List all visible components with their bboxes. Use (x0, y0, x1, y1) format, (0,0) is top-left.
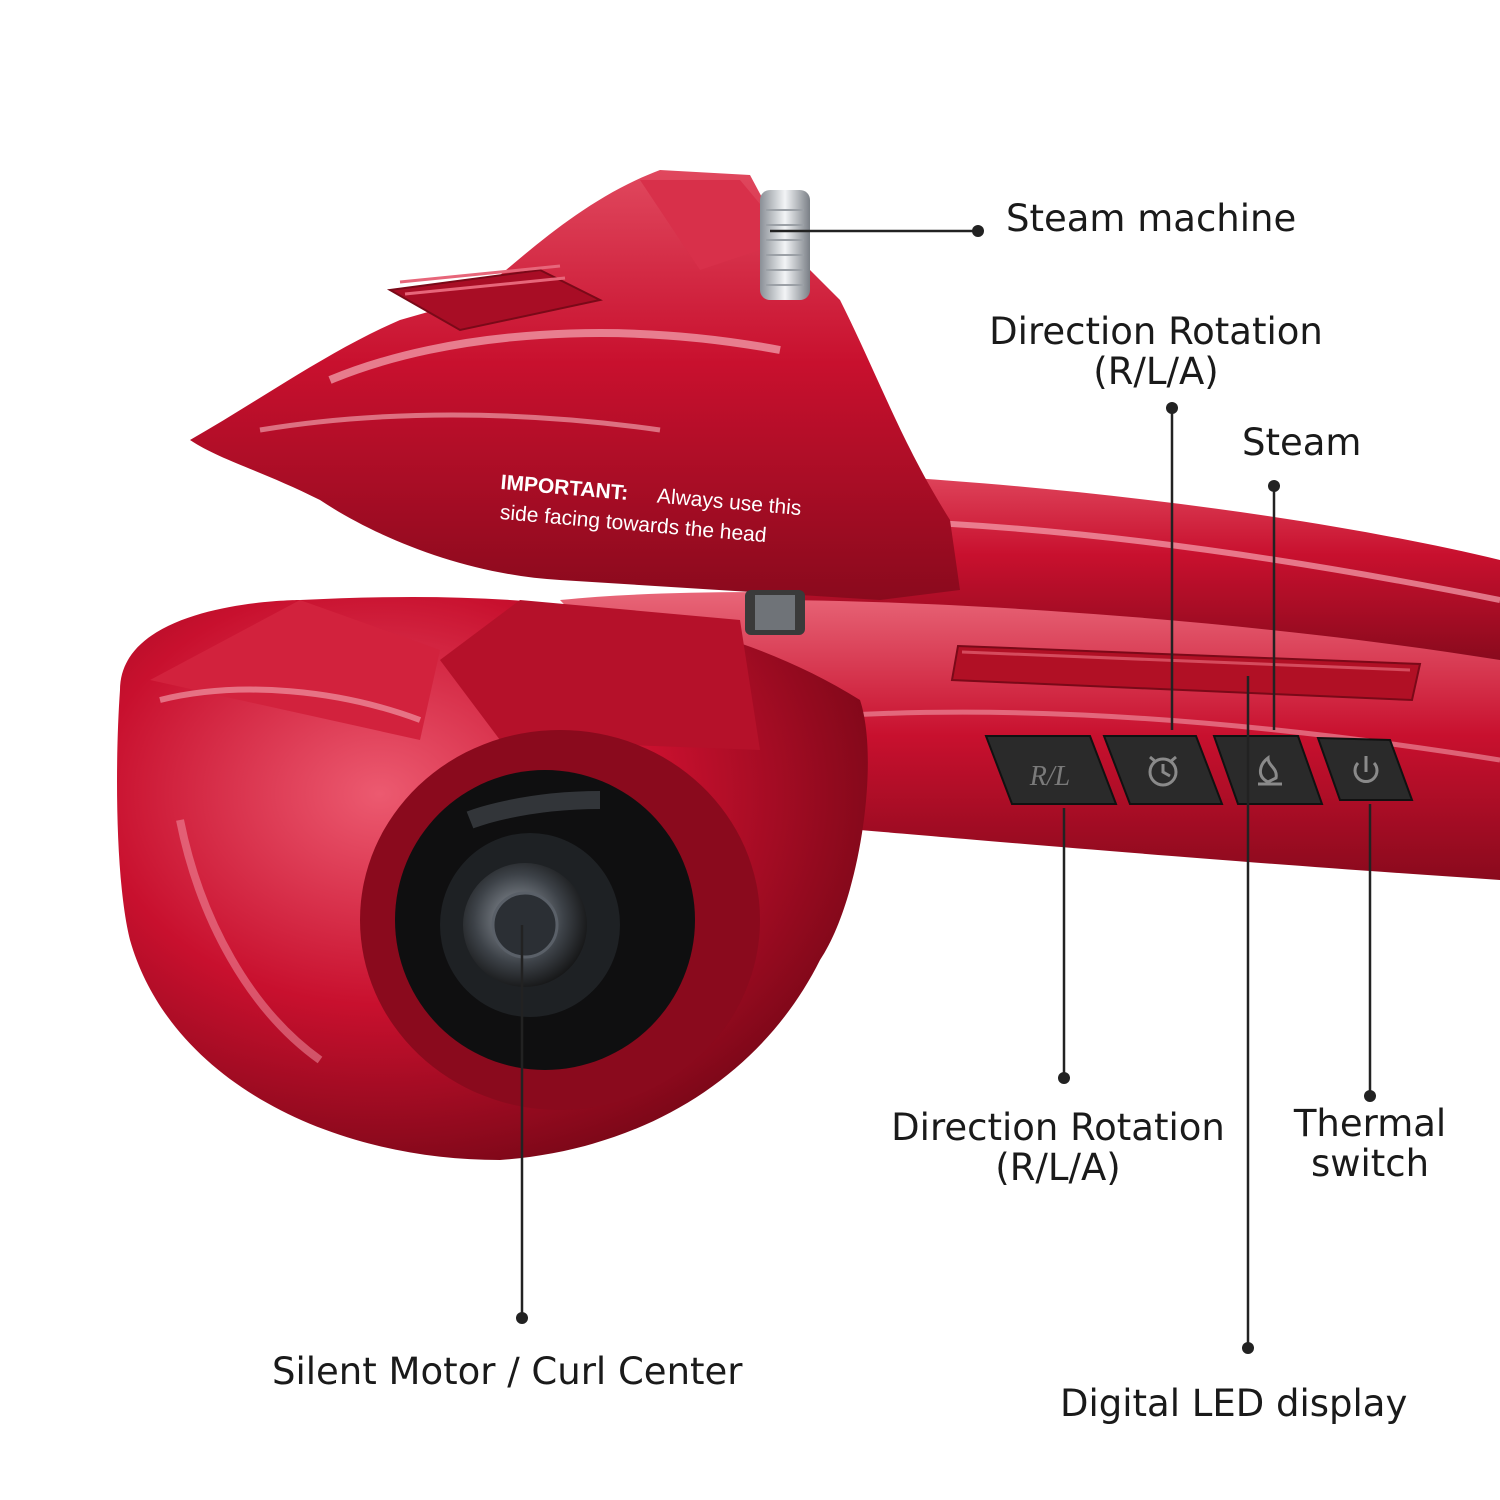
rl-button[interactable] (984, 735, 1118, 805)
steam-button[interactable] (1212, 735, 1324, 805)
rl-button-label: R/L (1029, 761, 1070, 792)
alarm-clock-icon (1148, 755, 1178, 787)
led-display (950, 644, 1422, 702)
label-thermal-switch-line2: switch (1310, 1142, 1430, 1185)
label-led-display: Digital LED display (1060, 1382, 1408, 1425)
steam-knob (760, 190, 810, 300)
label-direction-rotation-top-line1: Direction Rotation (989, 310, 1323, 353)
steam-flame-icon (1258, 755, 1282, 786)
label-direction-rotation-bottom: Direction Rotation (R/L/A) (888, 1108, 1228, 1188)
label-thermal-switch-line1: Thermal (1293, 1102, 1447, 1145)
control-buttons: R/L (984, 735, 1414, 805)
label-direction-rotation-top-line2: (R/L/A) (1093, 350, 1219, 393)
label-steam: Steam (1242, 421, 1362, 464)
label-direction-rotation-bottom-line1: Direction Rotation (891, 1106, 1225, 1149)
curler-head-top: IMPORTANT: Always use this side facing t… (190, 170, 960, 600)
label-steam-machine: Steam machine (1006, 197, 1297, 240)
label-silent-motor: Silent Motor / Curl Center (272, 1350, 743, 1393)
callout-lines (516, 225, 1376, 1354)
power-icon (1353, 756, 1379, 783)
label-thermal-switch: Thermal switch (1290, 1104, 1450, 1184)
neck-connector (745, 590, 805, 635)
curl-chamber (117, 596, 868, 1160)
label-direction-rotation-top: Direction Rotation (R/L/A) (986, 312, 1326, 392)
label-direction-rotation-bottom-line2: (R/L/A) (995, 1146, 1121, 1189)
